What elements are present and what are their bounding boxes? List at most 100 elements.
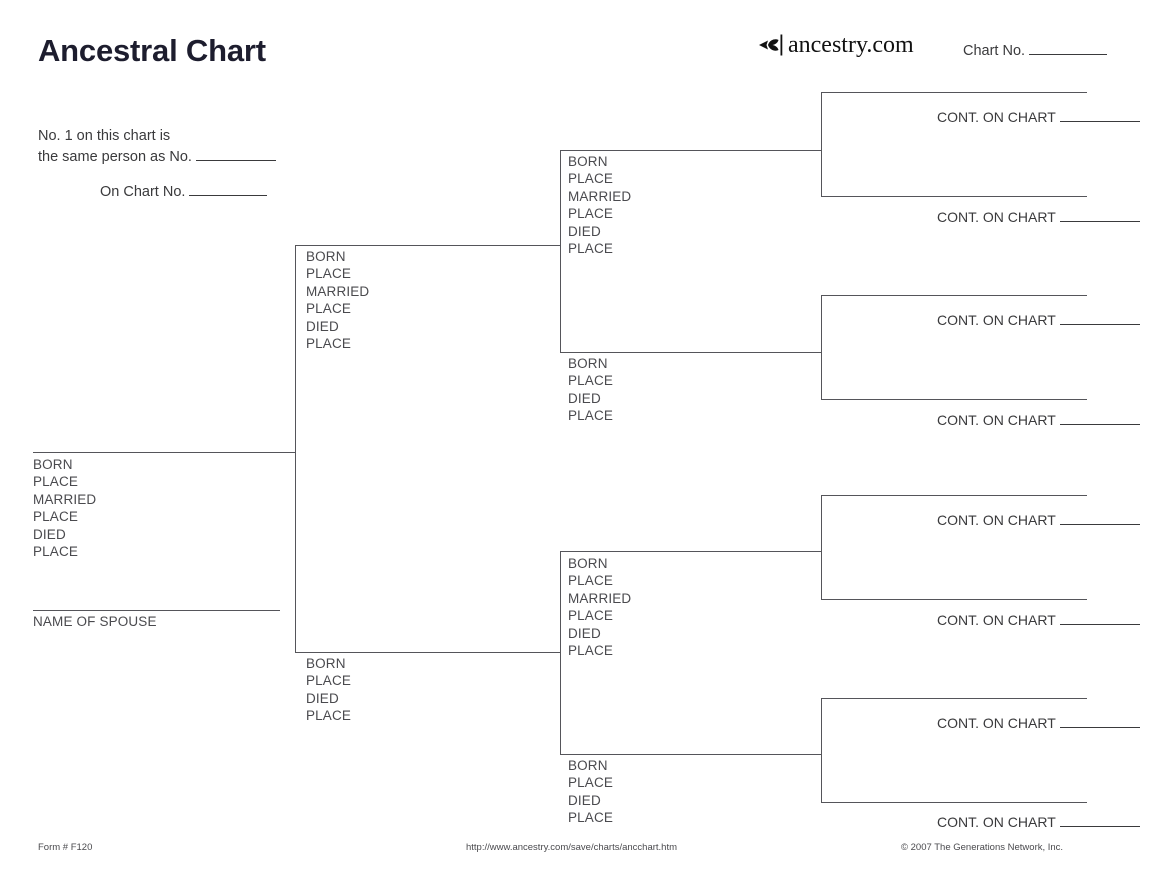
connector-gen3-0-to-gen4 — [806, 150, 822, 151]
gen3-2-fields: BORN PLACE MARRIED PLACE DIED PLACE — [568, 555, 631, 659]
gen2-0-name-line[interactable] — [295, 245, 561, 246]
gen4-0-cont-blank[interactable] — [1059, 121, 1140, 122]
gen4-7-cont-blank[interactable] — [1059, 826, 1140, 827]
bracket-gen4-4 — [821, 698, 822, 802]
gen2-1-field-born: BORN — [306, 656, 346, 671]
on-chart-no-blank[interactable] — [189, 195, 268, 196]
person1-field-died: DIED — [33, 526, 66, 542]
gen3-1-fields: BORN PLACE DIED PLACE — [568, 355, 613, 425]
gen3-2-field-born: BORN — [568, 556, 608, 571]
note-line-2: the same person as No. — [38, 149, 192, 165]
note-line-3: On Chart No. — [100, 184, 186, 200]
chart-no-label: Chart No. — [963, 43, 1026, 59]
gen3-0-field-place1: PLACE — [568, 171, 614, 187]
person1-field-place3: PLACE — [33, 544, 79, 560]
bracket-gen4-2 — [821, 295, 822, 399]
gen3-3-field-born: BORN — [568, 758, 608, 773]
chart-no-field[interactable]: Chart No. — [963, 43, 1108, 59]
gen4-1-name-line[interactable] — [821, 196, 1087, 197]
gen3-0-field-married: MARRIED — [568, 188, 632, 204]
gen4-0-cont-label: CONT. ON CHART — [937, 109, 1056, 125]
gen4-1-cont-blank[interactable] — [1059, 221, 1140, 222]
page-title: Ancestral Chart — [38, 33, 266, 68]
gen2-1-field-place2: PLACE — [306, 708, 352, 724]
gen4-5-name-line[interactable] — [821, 599, 1087, 600]
note-line-3-wrap[interactable]: On Chart No. — [38, 182, 276, 203]
gen3-2-field-married: MARRIED — [568, 590, 632, 606]
gen4-6-name-line[interactable] — [821, 698, 1087, 699]
gen4-0-name-line[interactable] — [821, 92, 1087, 93]
gen2-0-fields: BORN PLACE MARRIED PLACE DIED PLACE — [306, 248, 369, 352]
gen3-2-field-died: DIED — [568, 625, 601, 641]
person1-field-place2: PLACE — [33, 509, 79, 525]
connector-gen3-3-to-gen4 — [806, 754, 822, 755]
gen3-1-field-died: DIED — [568, 390, 601, 406]
gen3-3-field-place1: PLACE — [568, 775, 614, 791]
gen3-0-field-born: BORN — [568, 154, 608, 169]
bracket-gen4-1 — [821, 92, 822, 196]
gen4-2-cont-on-chart[interactable]: CONT. ON CHART — [937, 312, 1140, 328]
same-person-no-blank[interactable] — [195, 160, 276, 161]
person1-name-line[interactable] — [33, 452, 295, 453]
gen3-0-field-place3: PLACE — [568, 241, 614, 257]
gen3-1-name-line[interactable] — [560, 352, 822, 353]
gen4-5-cont-blank[interactable] — [1059, 624, 1140, 625]
gen4-5-cont-label: CONT. ON CHART — [937, 612, 1056, 628]
gen4-4-cont-blank[interactable] — [1059, 524, 1140, 525]
gen3-3-field-place2: PLACE — [568, 810, 614, 826]
gen3-0-field-place2: PLACE — [568, 206, 614, 222]
gen4-2-name-line[interactable] — [821, 295, 1087, 296]
connector-gen3-2-to-gen4 — [806, 551, 822, 552]
gen3-2-field-place2: PLACE — [568, 608, 614, 624]
gen3-3-field-died: DIED — [568, 792, 601, 808]
gen2-0-field-place2: PLACE — [306, 301, 352, 317]
ancestry-logo: ancestry.com — [757, 31, 914, 59]
gen4-3-cont-blank[interactable] — [1059, 424, 1140, 425]
gen4-6-cont-blank[interactable] — [1059, 727, 1140, 728]
note-line-2-wrap[interactable]: the same person as No. — [38, 147, 276, 168]
gen4-3-cont-on-chart[interactable]: CONT. ON CHART — [937, 412, 1140, 428]
bracket-gen4-3 — [821, 495, 822, 599]
connector-gen3-1-to-gen4 — [806, 352, 822, 353]
gen4-4-cont-on-chart[interactable]: CONT. ON CHART — [937, 512, 1140, 528]
gen4-7-cont-on-chart[interactable]: CONT. ON CHART — [937, 814, 1140, 830]
gen2-0-field-married: MARRIED — [306, 283, 370, 299]
gen2-1-fields: BORN PLACE DIED PLACE — [306, 655, 351, 725]
chart-no-blank[interactable] — [1029, 54, 1108, 55]
gen3-2-field-place1: PLACE — [568, 573, 614, 589]
gen4-1-cont-label: CONT. ON CHART — [937, 209, 1056, 225]
gen2-0-field-died: DIED — [306, 318, 339, 334]
gen4-7-cont-label: CONT. ON CHART — [937, 814, 1056, 830]
gen3-3-name-line[interactable] — [560, 754, 822, 755]
gen4-4-cont-label: CONT. ON CHART — [937, 512, 1056, 528]
gen2-0-field-place3: PLACE — [306, 336, 352, 352]
gen2-0-field-born: BORN — [306, 249, 346, 264]
gen3-0-fields: BORN PLACE MARRIED PLACE DIED PLACE — [568, 153, 631, 257]
gen3-1-field-place2: PLACE — [568, 408, 614, 424]
gen4-0-cont-on-chart[interactable]: CONT. ON CHART — [937, 109, 1140, 125]
footer-url[interactable]: http://www.ancestry.com/save/charts/ancc… — [466, 842, 678, 853]
gen4-5-cont-on-chart[interactable]: CONT. ON CHART — [937, 612, 1140, 628]
gen4-7-name-line[interactable] — [821, 802, 1087, 803]
person1-field-place1: PLACE — [33, 474, 79, 490]
gen2-0-field-place1: PLACE — [306, 266, 352, 282]
gen4-6-cont-on-chart[interactable]: CONT. ON CHART — [937, 715, 1140, 731]
connector-gen2-0-to-gen3 — [545, 245, 561, 246]
gen4-6-cont-label: CONT. ON CHART — [937, 715, 1056, 731]
gen4-3-name-line[interactable] — [821, 399, 1087, 400]
gen3-0-name-line[interactable] — [560, 150, 822, 151]
person1-spouse-line[interactable] — [33, 610, 280, 611]
connector-gen2-1-to-gen3 — [545, 652, 561, 653]
gen3-3-fields: BORN PLACE DIED PLACE — [568, 757, 613, 827]
gen4-1-cont-on-chart[interactable]: CONT. ON CHART — [937, 209, 1140, 225]
gen3-2-name-line[interactable] — [560, 551, 822, 552]
footer-form-number: Form # F120 — [38, 842, 93, 853]
gen4-3-cont-label: CONT. ON CHART — [937, 412, 1056, 428]
gen3-2-field-place3: PLACE — [568, 643, 614, 659]
footer-copyright: © 2007 The Generations Network, Inc. — [901, 842, 1064, 853]
gen2-1-name-line[interactable] — [295, 652, 561, 653]
bracket-gen3-lower — [560, 551, 561, 754]
gen4-4-name-line[interactable] — [821, 495, 1087, 496]
gen4-2-cont-blank[interactable] — [1059, 324, 1140, 325]
